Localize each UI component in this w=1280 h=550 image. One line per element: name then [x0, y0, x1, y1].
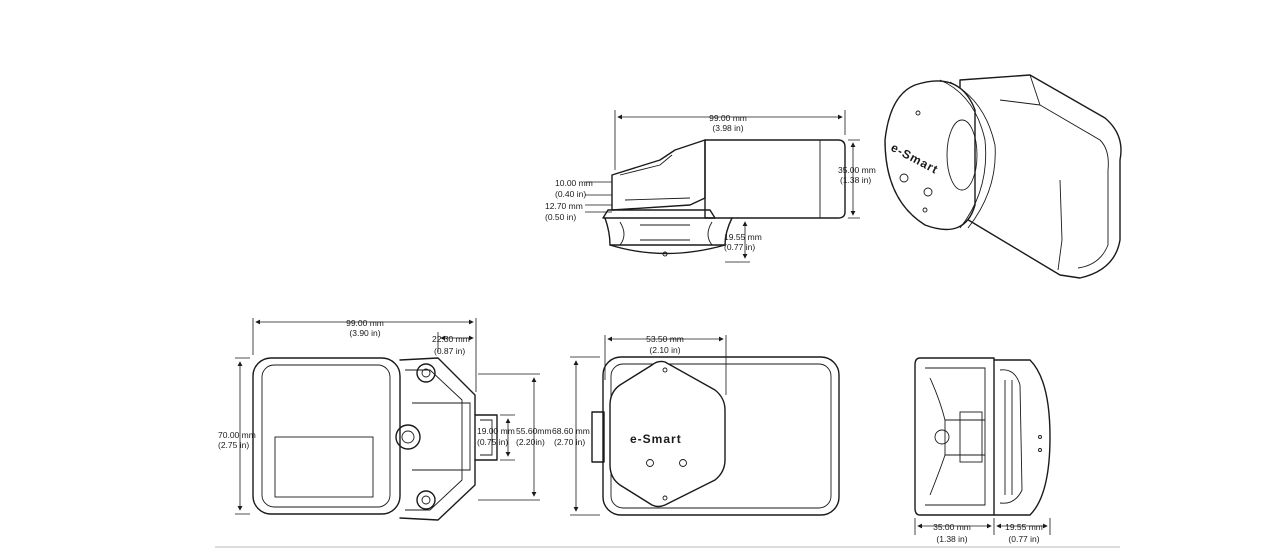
- front-height-mm: 70.00 mm: [218, 430, 256, 440]
- step2-mm: 12.70 mm: [545, 201, 583, 211]
- top-view: [585, 110, 860, 263]
- slot-in: (0.75 in): [477, 437, 508, 447]
- step1-in: (0.40 in): [555, 189, 586, 199]
- front-view: [235, 318, 540, 521]
- top-height-mm: 35.00 mm: [838, 165, 876, 175]
- front-offset-in: (0.87 in): [434, 346, 465, 356]
- front-width-in: (3.90 in): [349, 328, 380, 338]
- knob-mm: 19.55 mm: [1005, 522, 1043, 532]
- top-width-in: (3.98 in): [712, 123, 743, 133]
- front-width-mm: 99.00 mm: [346, 318, 384, 328]
- side-depth-mm: 35.00 mm: [933, 522, 971, 532]
- back-view: [570, 335, 840, 516]
- knob-in: (0.77 in): [1008, 534, 1039, 544]
- step1-mm: 10.00 mm: [555, 178, 593, 188]
- step2-in: (0.50 in): [545, 212, 576, 222]
- top-height-in: (1.38 in): [840, 175, 871, 185]
- top-width-mm: 99.00 mm: [709, 113, 747, 123]
- isometric-view: [884, 74, 1122, 279]
- back-width-mm: 53.50 mm: [646, 334, 684, 344]
- back-height-mm: 68.60 mm: [552, 426, 590, 436]
- front-height-in: (2.75 in): [218, 440, 249, 450]
- back-height-in: (2.70 in): [554, 437, 585, 447]
- front-offset-mm: 22.30 mm: [432, 334, 470, 344]
- side-depth-in: (1.38 in): [936, 534, 967, 544]
- base-in: (0.77 in): [724, 242, 755, 252]
- mount-mm: 55.60mm: [516, 426, 551, 436]
- slot-mm: 19.00 mm: [477, 426, 515, 436]
- base-mm: 19.55 mm: [724, 232, 762, 242]
- side-view: [914, 357, 1051, 535]
- brand-label-back: e-Smart: [630, 432, 682, 446]
- back-width-in: (2.10 in): [649, 345, 680, 355]
- mount-in: (2.20in): [516, 437, 545, 447]
